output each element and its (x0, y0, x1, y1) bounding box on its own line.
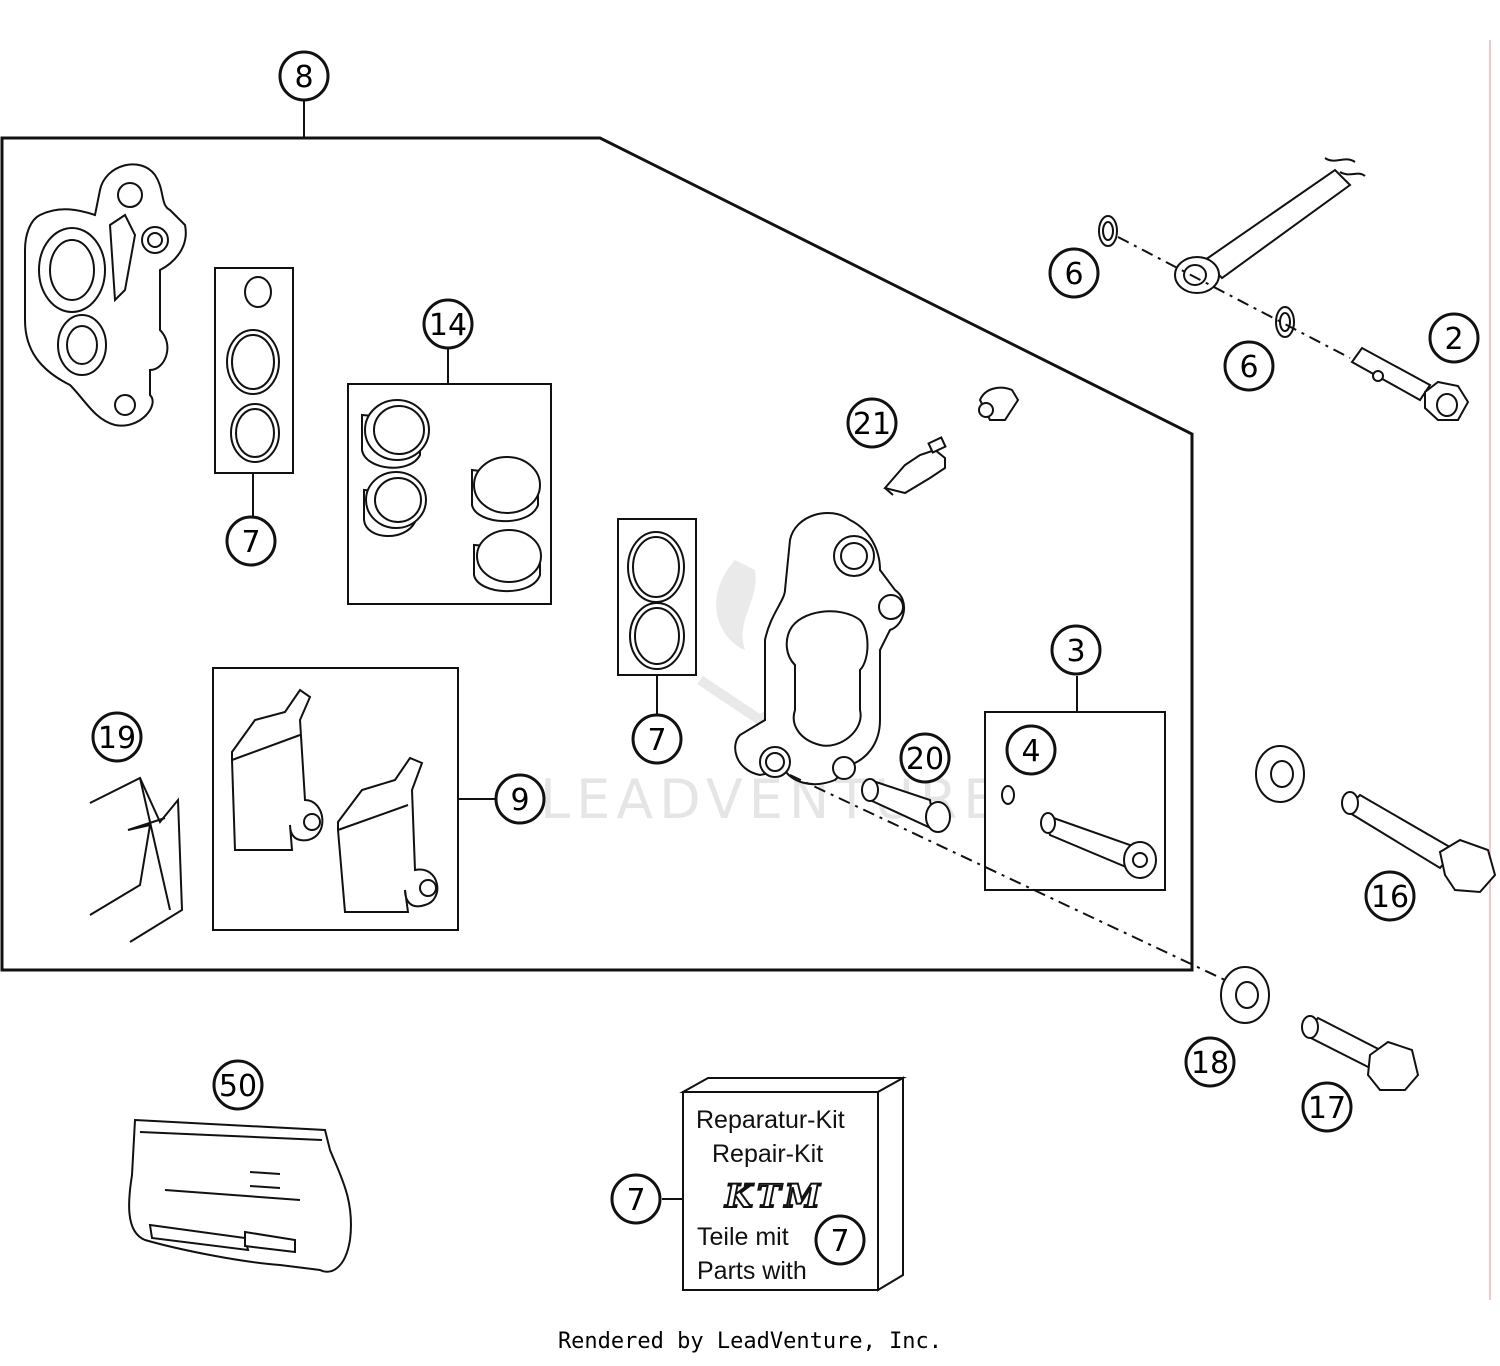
caliper-outer-half (24, 163, 187, 427)
svg-text:4: 4 (1021, 734, 1040, 769)
callout-2: 2 (1428, 312, 1480, 364)
callout-17: 17 (1301, 1081, 1353, 1133)
repair-kit-line2: Repair-Kit (712, 1140, 823, 1168)
callout-6-lower: 6 (1223, 340, 1275, 392)
repair-kit-line4: Parts with (697, 1257, 807, 1285)
bleeder-screw (883, 386, 1020, 496)
callout-6-upper: 6 (1048, 247, 1100, 299)
ktm-logo: KTM (724, 1177, 824, 1215)
svg-text:8: 8 (294, 60, 313, 95)
footer-credit: Rendered by LeadVenture, Inc. (558, 1329, 942, 1354)
seal-kit-box-left (214, 267, 294, 517)
washer-upper (1255, 745, 1305, 803)
brake-pads-box (212, 667, 498, 931)
repair-kit-line1: Reparatur-Kit (696, 1106, 845, 1134)
repair-kit-box: Reparatur-Kit Repair-Kit KTM Teile mit P… (662, 1076, 907, 1292)
mounting-bolt-short (1301, 1015, 1420, 1091)
copper-washers (1098, 215, 1295, 338)
svg-text:6: 6 (1239, 350, 1258, 385)
pad-spring (89, 776, 184, 943)
callout-21: 21 (846, 397, 898, 449)
svg-text:7: 7 (647, 723, 666, 758)
svg-text:18: 18 (1191, 1046, 1229, 1081)
svg-text:20: 20 (906, 742, 944, 777)
callout-16: 16 (1364, 870, 1416, 922)
svg-text:3: 3 (1066, 634, 1085, 669)
pad-pin (861, 778, 951, 833)
slider-pin-box (984, 676, 1166, 891)
pistons-box (347, 348, 552, 605)
repair-kit-line3: Teile mit (697, 1223, 789, 1251)
callout-8: 8 (278, 50, 330, 102)
callout-7-middle: 7 (631, 713, 683, 765)
svg-text:6: 6 (1064, 257, 1083, 292)
callout-50: 50 (212, 1059, 264, 1111)
svg-text:9: 9 (510, 783, 529, 818)
svg-text:2: 2 (1444, 322, 1463, 357)
svg-text:7: 7 (830, 1224, 849, 1259)
callout-7-left: 7 (225, 515, 277, 567)
svg-text:19: 19 (98, 721, 136, 756)
washer-lower (1220, 966, 1270, 1024)
callout-14: 14 (422, 298, 474, 350)
callout-3: 3 (1050, 624, 1102, 676)
seal-kit-box-right (617, 518, 697, 715)
callout-7-kit-side: 7 (610, 1173, 662, 1225)
svg-text:50: 50 (219, 1069, 257, 1104)
caliper-assembly-outline (0, 136, 1194, 972)
brake-line (1174, 157, 1366, 294)
svg-text:16: 16 (1371, 880, 1409, 915)
banjo-bolt (1350, 346, 1470, 421)
caliper-inner-half (734, 511, 905, 786)
bleed-kit-bag (128, 1118, 352, 1273)
assembly-axis-line (1117, 236, 1351, 359)
svg-text:7: 7 (626, 1183, 645, 1218)
callout-19: 19 (91, 711, 143, 763)
svg-text:14: 14 (429, 308, 467, 343)
callout-20: 20 (899, 732, 951, 784)
callout-9: 9 (494, 773, 546, 825)
mounting-bolt-long (1341, 791, 1497, 894)
svg-text:21: 21 (853, 407, 891, 442)
svg-text:7: 7 (241, 525, 260, 560)
callout-18: 18 (1184, 1036, 1236, 1088)
callout-7-kit-inside: 7 (814, 1214, 866, 1266)
svg-text:17: 17 (1308, 1091, 1346, 1126)
callout-4: 4 (1005, 724, 1057, 776)
